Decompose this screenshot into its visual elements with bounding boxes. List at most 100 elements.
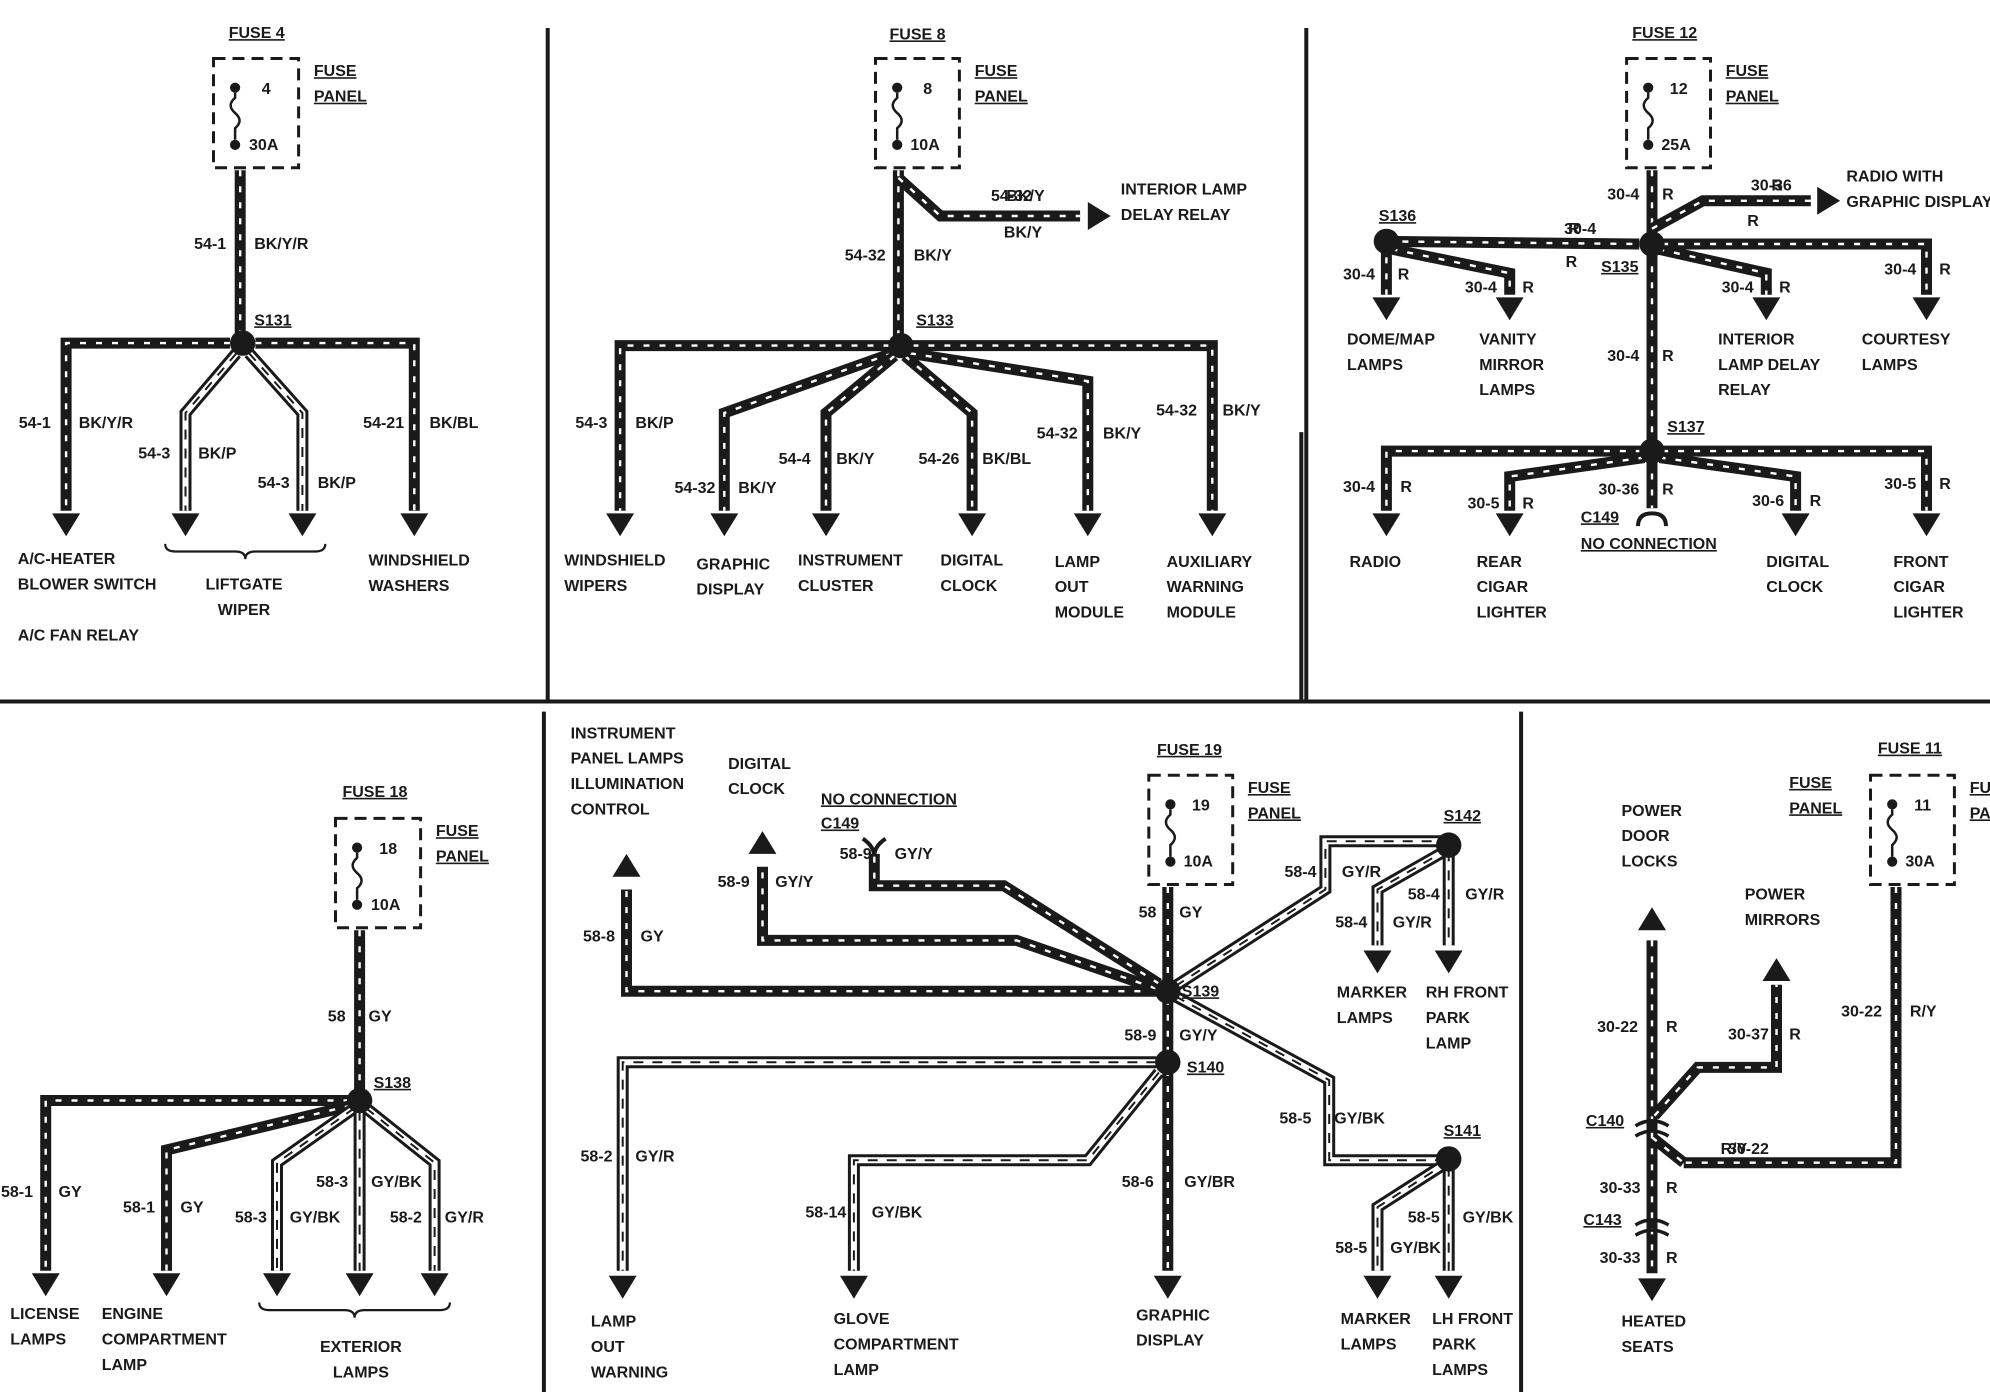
splice-dot (1436, 832, 1462, 858)
wire-code: 58-4 (1408, 887, 1440, 904)
load-label: MIRRORS (1745, 912, 1821, 929)
splice-label: S135 (1601, 259, 1638, 276)
load-label: DISPLAY (696, 582, 764, 599)
load-label: REAR (1477, 554, 1523, 571)
wire-color: GY/BK (1463, 1210, 1514, 1227)
load-label: CLOCK (1766, 579, 1823, 596)
fuse-rating: 10A (910, 137, 940, 154)
fuse-panel-label: FUSE (975, 63, 1018, 80)
fuse-title: FUSE 4 (229, 25, 285, 42)
fuse-box (334, 816, 423, 930)
load-label: VANITY (1479, 331, 1537, 348)
load-label: MODULE (1167, 605, 1237, 622)
arrow-head (263, 1273, 291, 1297)
wire (1504, 452, 1646, 511)
arrow-head (52, 513, 81, 537)
wire-code: 54-1 (194, 236, 226, 253)
wire-stripe (1662, 449, 1928, 511)
fuse-rating: 30A (249, 137, 279, 154)
wire-color: BK/Y (1223, 403, 1262, 420)
fuse-panel-label: FUSE (314, 63, 357, 80)
wire-dash (852, 1071, 1160, 1271)
fuse-title: FUSE 8 (889, 26, 945, 43)
wire-color: GY/R (635, 1149, 675, 1166)
fuse-number: 8 (923, 81, 932, 98)
load-label: WINDSHIELD (564, 553, 665, 570)
splice-label: S131 (254, 312, 291, 329)
arrow-head (958, 513, 987, 537)
wire-color: GY (1179, 905, 1202, 922)
wire-code: 58-9 (718, 874, 750, 891)
fuse-element-icon (351, 852, 363, 900)
wire-code: 54-32 (845, 248, 886, 265)
wire-code: 58-5 (1335, 1240, 1367, 1257)
wire-color: BK/P (635, 415, 674, 432)
arrow-head (152, 1273, 181, 1297)
wire-color: GY/BK (371, 1174, 422, 1191)
wire-color: GY/Y (895, 846, 934, 863)
wire-color: GY (59, 1184, 82, 1201)
fuse-terminal (892, 82, 903, 93)
fuse-terminal (1165, 799, 1176, 810)
arrow-head (1372, 297, 1401, 321)
load-label: RADIO WITH (1846, 169, 1943, 186)
fuse-panel-label: FUSE (1789, 775, 1832, 792)
fuse-box (874, 57, 961, 170)
load-label: DIGITAL (940, 553, 1003, 570)
load-label: LICENSE (10, 1306, 80, 1323)
connector-label: C140 (1586, 1113, 1624, 1130)
wire-color: GY/BK (1334, 1110, 1385, 1127)
load-label: GRAPHIC (696, 556, 770, 573)
wire-code: 54-1 (19, 415, 51, 432)
wire-code: 54-32 (991, 188, 1032, 205)
fuse-rating: 10A (371, 897, 401, 914)
load-label: LAMPS (1337, 1010, 1393, 1027)
splice-label: S142 (1444, 808, 1481, 825)
wire-stripe (1659, 456, 1797, 511)
wire-stripe (723, 352, 893, 511)
wire-color: R (1789, 1027, 1801, 1044)
wire-code: 30-4 (1343, 479, 1375, 496)
fuse-title: FUSE 11 (1878, 741, 1942, 758)
wire-code: 30-4 (1343, 267, 1375, 284)
wire-code: 30-22 (1597, 1019, 1638, 1036)
load-label: COMPARTMENT (102, 1332, 227, 1349)
arrow-head (1434, 1275, 1463, 1299)
splice-label: S137 (1667, 419, 1704, 436)
load-label: RH FRONT (1426, 985, 1509, 1002)
wire-color: GY/BK (1390, 1240, 1441, 1257)
load-label: WARNING (1167, 579, 1244, 596)
wire-code: 58-5 (1408, 1210, 1440, 1227)
splice-dot (1639, 231, 1665, 257)
fuse-panel-label: FUSE (1248, 780, 1291, 797)
load-label: LAMPS (333, 1365, 389, 1382)
wire-stripe (1385, 449, 1642, 511)
wire-color: R (1568, 221, 1580, 238)
fuse-box (1625, 57, 1712, 170)
wire-core (1173, 993, 1449, 1164)
load-label: LAMPS (1432, 1362, 1488, 1379)
wire-color: BK/Y (914, 248, 953, 265)
arrow-head (840, 1275, 868, 1299)
fuse-title: FUSE 12 (1632, 25, 1697, 42)
connector-c143-icon (1634, 1218, 1670, 1237)
load-label: MARKER (1341, 1311, 1412, 1328)
wire-color: GY/BR (1184, 1174, 1235, 1191)
load-label: SEATS (1622, 1339, 1674, 1356)
wire-color: GY/BK (872, 1204, 923, 1221)
wire-code: 30-22 (1841, 1004, 1882, 1021)
fuse-box (1869, 773, 1956, 887)
load-label: LIGHTER (1477, 605, 1548, 622)
arrow-head (710, 513, 739, 537)
wire-code: 54-4 (779, 451, 811, 468)
load-label: HEATED (1622, 1314, 1687, 1331)
wire-code: 58-1 (1, 1184, 33, 1201)
arrow-head (1638, 1278, 1666, 1302)
connector-label: C149 (821, 816, 859, 833)
wire-code: 30-33 (1600, 1250, 1641, 1267)
wire-color: R (1747, 213, 1759, 230)
load-label: ENGINE (102, 1306, 164, 1323)
arrow-head (1781, 513, 1810, 537)
splice-dot (1639, 438, 1665, 464)
wire-code: 30-5 (1884, 476, 1916, 493)
